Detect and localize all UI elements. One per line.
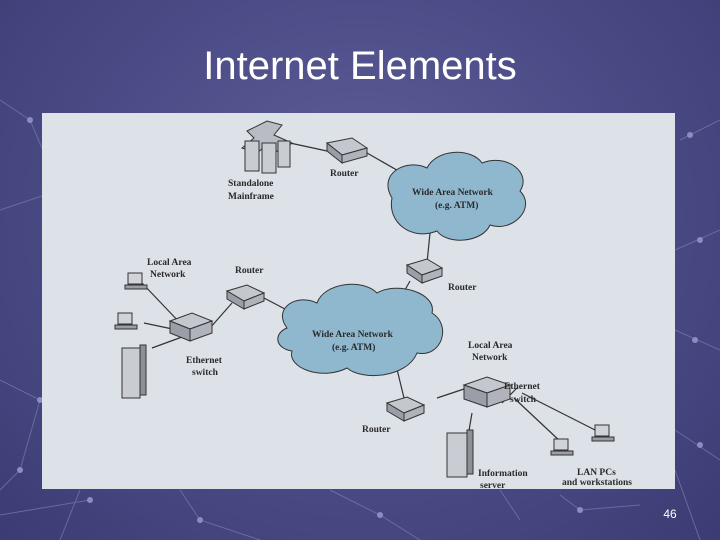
wan-top-label-line2: (e.g. ATM) bbox=[435, 200, 478, 211]
ethernet-left-label-line1: Ethernet bbox=[186, 356, 223, 366]
router-left-label: Router bbox=[235, 266, 264, 276]
lan-left-label-line2: Network bbox=[150, 270, 186, 280]
server-icon-left bbox=[121, 344, 147, 399]
ethernet-right-label-line1: Ethernet bbox=[504, 382, 541, 392]
info-server-label-line1: Information bbox=[478, 469, 528, 479]
slide-title: Internet Elements bbox=[203, 44, 517, 88]
workstation-icon-2 bbox=[114, 312, 138, 330]
wan-mid-label-line2: (e.g. ATM) bbox=[332, 342, 375, 353]
lan-right-label-line2: Network bbox=[472, 353, 508, 363]
page-number: 46 bbox=[663, 507, 677, 521]
router-icon-bottom bbox=[385, 396, 426, 422]
router-mid-label: Router bbox=[448, 283, 477, 293]
router-icon-mid-right bbox=[405, 258, 444, 284]
wan-cloud-mid bbox=[277, 283, 444, 377]
lan-left-label-line1: Local Area bbox=[147, 258, 192, 268]
lan-pc-icon-1 bbox=[550, 438, 574, 456]
router-icon-left bbox=[225, 284, 266, 310]
lan-pc-icon-2 bbox=[591, 424, 615, 442]
lan-right-label-line1: Local Area bbox=[468, 341, 513, 351]
workstation-icon-1 bbox=[124, 272, 148, 290]
mainframe-label-line2: Mainframe bbox=[228, 192, 274, 202]
lan-pcs-label-line1: LAN PCs bbox=[577, 468, 616, 478]
wan-mid-label-line1: Wide Area Network bbox=[312, 330, 394, 340]
mainframe-label-line1: Standalone bbox=[228, 179, 273, 189]
wan-cloud-top bbox=[387, 151, 527, 241]
network-diagram: Standalone Mainframe Router Wide Area Ne… bbox=[42, 113, 675, 489]
ethernet-right-label-line2: switch bbox=[510, 395, 537, 405]
wan-top-label-line1: Wide Area Network bbox=[412, 188, 494, 198]
information-server-icon bbox=[446, 429, 474, 478]
router-icon-top bbox=[325, 137, 369, 165]
ethernet-left-label-line2: switch bbox=[192, 368, 219, 378]
info-server-label-line2: server bbox=[480, 481, 506, 489]
mainframe-icon bbox=[240, 120, 293, 174]
lan-pcs-label-line2: and workstations bbox=[562, 478, 632, 488]
router-bottom-label: Router bbox=[362, 425, 391, 435]
ethernet-switch-icon-right bbox=[462, 376, 512, 408]
ethernet-switch-icon-left bbox=[168, 312, 214, 342]
router-top-label: Router bbox=[330, 169, 359, 179]
